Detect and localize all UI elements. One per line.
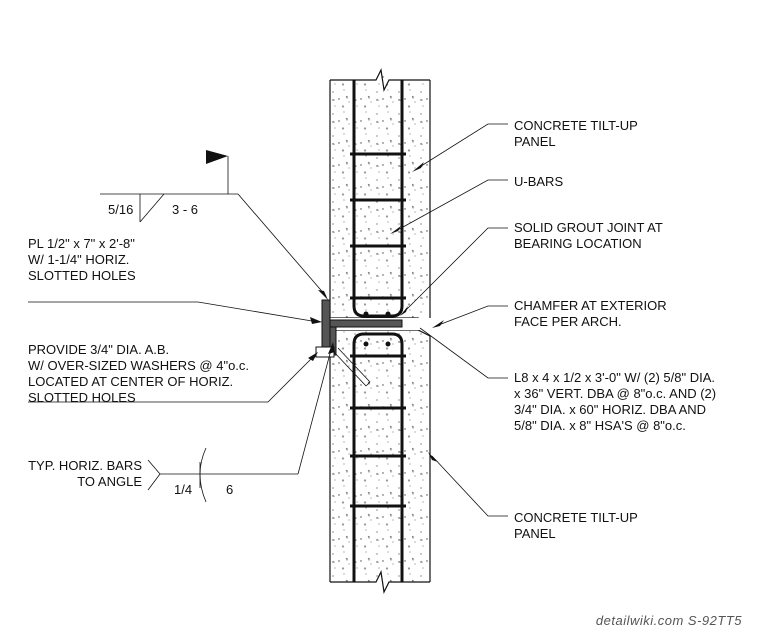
weld-bottom-size: 1/4: [174, 482, 192, 497]
label-anchor-bolt-2: W/ OVER-SIZED WASHERS @ 4"o.c.: [28, 358, 249, 373]
lower-bar-dot: [385, 341, 391, 347]
label-angle-4: 5/8" DIA. x 8" HSA'S @ 8"o.c.: [514, 418, 686, 433]
label-anchor-bolt-3: LOCATED AT CENTER OF HORIZ.: [28, 374, 233, 389]
label-grout-1: SOLID GROUT JOINT AT: [514, 220, 663, 235]
field-weld-flag-icon: [206, 150, 228, 164]
weld-bottom-length: 6: [226, 482, 233, 497]
lower-panel: [329, 329, 431, 594]
label-panel-bottom-1: CONCRETE TILT-UP: [514, 510, 638, 525]
label-chamfer-2: FACE PER ARCH.: [514, 314, 622, 329]
leader-u-bars: [390, 179, 508, 234]
label-horiz-bars-2: TO ANGLE: [77, 474, 142, 489]
label-plate-2: W/ 1-1/4" HORIZ.: [28, 252, 129, 267]
leader-chamfer: [432, 305, 508, 328]
label-grout-2: BEARING LOCATION: [514, 236, 642, 251]
lower-horizontal-ties: [350, 354, 406, 508]
leader-grout: [400, 227, 508, 316]
weld-symbol-top: [100, 150, 328, 300]
upper-panel: [329, 68, 431, 325]
label-angle-1: L8 x 4 x 1/2 x 3'-0" W/ (2) 5/8" DIA.: [514, 370, 715, 385]
leader-plate: [28, 301, 322, 324]
label-plate-3: SLOTTED HOLES: [28, 268, 136, 283]
label-angle-3: 3/4" DIA. x 60" HORIZ. DBA AND: [514, 402, 706, 417]
label-panel-top-1: CONCRETE TILT-UP: [514, 118, 638, 133]
label-horiz-bars-1: TYP. HORIZ. BARS: [28, 458, 142, 473]
leader-anchor-bolt: [28, 352, 318, 403]
lower-vertical-bars: [352, 332, 404, 582]
upper-vertical-bars: [352, 80, 404, 318]
label-anchor-bolt-4: SLOTTED HOLES: [28, 390, 136, 405]
label-panel-bottom-2: PANEL: [514, 526, 556, 541]
upper-bar-dot: [385, 311, 391, 317]
leader-panel-top: [412, 123, 508, 172]
leader-panel-bottom: [428, 452, 508, 517]
watermark: detailwiki.com S-92TT5: [596, 613, 742, 628]
weld-top-size: 5/16: [108, 202, 133, 217]
weld-top-length: 3 - 6: [172, 202, 198, 217]
label-plate-1: PL 1/2" x 7" x 2'-8": [28, 236, 135, 251]
anchor-bolt: [315, 346, 371, 387]
label-angle-2: x 36" VERT. DBA @ 8"o.c. AND (2): [514, 386, 716, 401]
leader-angle: [419, 327, 508, 379]
label-anchor-bolt-1: PROVIDE 3/4" DIA. A.B.: [28, 342, 169, 357]
weld-symbol-bottom: [147, 342, 335, 503]
upper-horizontal-ties: [350, 152, 406, 300]
label-u-bars: U-BARS: [514, 174, 563, 189]
lower-bar-dot: [363, 341, 369, 347]
label-panel-top-2: PANEL: [514, 134, 556, 149]
upper-bar-dot: [363, 311, 369, 317]
label-chamfer-1: CHAMFER AT EXTERIOR: [514, 298, 667, 313]
